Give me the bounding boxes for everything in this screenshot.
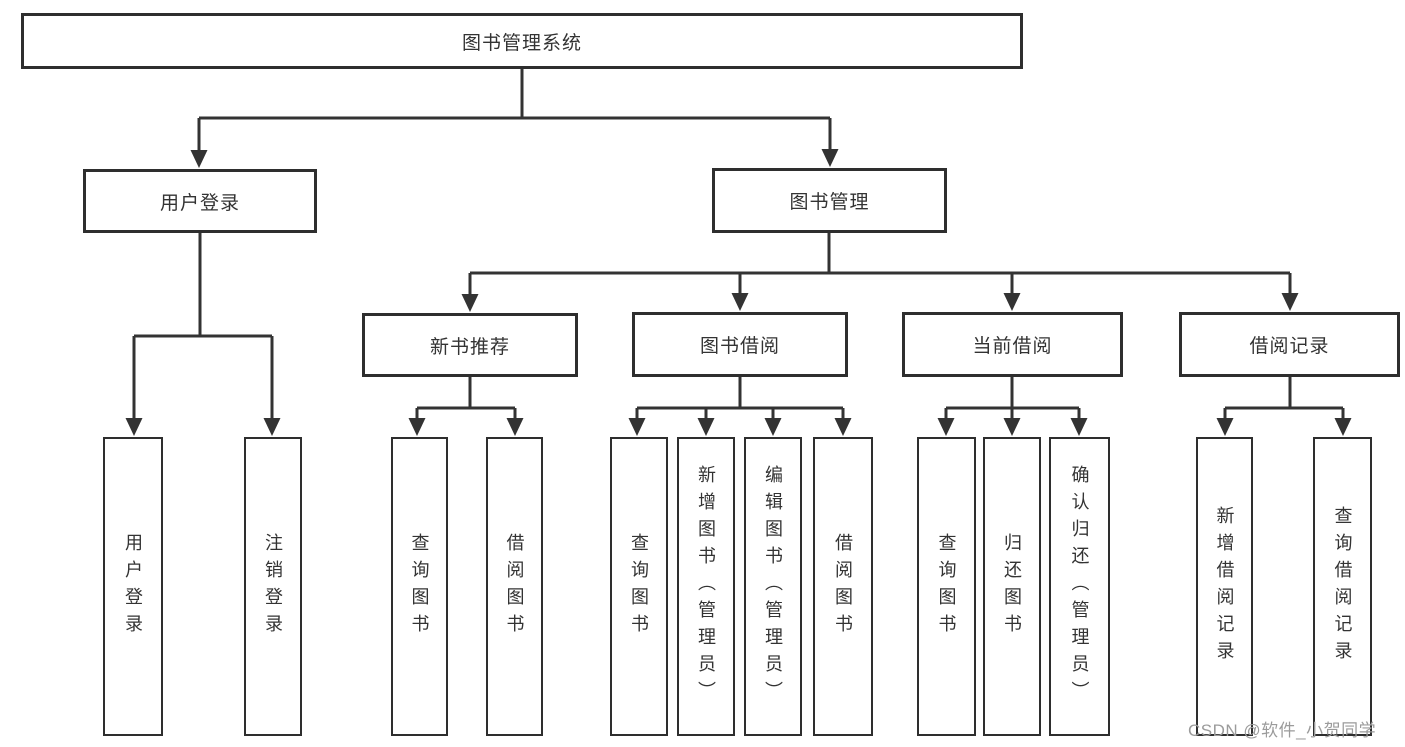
node-label: 图书管理系统	[461, 32, 582, 54]
node-label: 借阅图书	[833, 532, 853, 641]
leaf-borrow-book: 借阅图书	[813, 437, 873, 736]
node-label: 图书借阅	[699, 336, 780, 357]
connector-book-management-children	[461, 233, 1299, 312]
arrow-down-icon	[697, 418, 715, 436]
arrow-down-icon	[461, 294, 479, 312]
leaf-add-borrow-record: 新增借阅记录	[1196, 437, 1253, 736]
leaf-confirm-return-admin: 确认归还（管理员）	[1049, 437, 1110, 736]
leaf-borrow-book-recommend: 借阅图书	[486, 437, 543, 736]
arrow-down-icon	[263, 418, 281, 436]
arrow-down-icon	[628, 418, 646, 436]
node-current-borrow: 当前借阅	[902, 312, 1123, 377]
node-label: 新书推荐	[429, 336, 510, 358]
arrow-down-icon	[1070, 418, 1088, 436]
leaf-user-login: 用户登录	[103, 437, 163, 736]
node-book-borrow: 图书借阅	[632, 312, 848, 377]
leaf-add-book-admin: 新增图书（管理员）	[677, 437, 735, 736]
node-label: 新增图书（管理员）	[696, 465, 716, 708]
node-label: 查询图书	[629, 532, 649, 641]
node-book-management: 图书管理	[712, 168, 947, 233]
connector-root-to-level2	[190, 69, 839, 168]
leaf-logout: 注销登录	[244, 437, 302, 736]
node-label: 查询图书	[936, 532, 957, 641]
arrow-down-icon	[1334, 418, 1352, 436]
arrow-down-icon	[821, 149, 839, 167]
node-label: 查询借阅记录	[1332, 505, 1353, 668]
node-label: 借阅图书	[504, 532, 525, 641]
node-label: 查询图书	[409, 532, 430, 641]
node-label: 借阅记录	[1249, 336, 1330, 357]
leaf-edit-book-admin: 编辑图书（管理员）	[744, 437, 802, 736]
node-label: 注销登录	[263, 532, 283, 641]
arrow-down-icon	[1003, 293, 1021, 311]
arrow-down-icon	[1216, 418, 1234, 436]
node-label: 新增借阅记录	[1214, 505, 1235, 668]
arrow-down-icon	[834, 418, 852, 436]
connector-user-login-children	[125, 233, 281, 436]
arrow-down-icon	[1281, 293, 1299, 311]
node-label: 图书管理	[789, 192, 870, 213]
arrow-down-icon	[190, 150, 208, 168]
node-library-system: 图书管理系统	[21, 13, 1023, 69]
node-label: 编辑图书（管理员）	[763, 465, 783, 708]
node-label: 确认归还（管理员）	[1069, 465, 1090, 708]
node-label: 用户登录	[159, 192, 240, 214]
connector-borrow-record-children	[1216, 377, 1352, 436]
connector-current-borrow-children	[937, 377, 1088, 436]
node-user-login: 用户登录	[83, 169, 317, 233]
node-new-book-recommend: 新书推荐	[362, 313, 578, 377]
leaf-query-book-recommend: 查询图书	[391, 437, 448, 736]
leaf-return-book: 归还图书	[983, 437, 1041, 736]
node-label: 归还图书	[1002, 532, 1022, 641]
watermark: CSDN @软件_小贺同学	[1188, 721, 1377, 740]
leaf-query-book-current: 查询图书	[917, 437, 976, 736]
arrow-down-icon	[731, 293, 749, 311]
connector-new-book-children	[408, 377, 524, 436]
node-label: 当前借阅	[972, 336, 1053, 357]
node-borrow-record: 借阅记录	[1179, 312, 1400, 377]
arrow-down-icon	[764, 418, 782, 436]
arrow-down-icon	[506, 418, 524, 436]
arrow-down-icon	[937, 418, 955, 436]
arrow-down-icon	[408, 418, 426, 436]
arrow-down-icon	[1003, 418, 1021, 436]
arrow-down-icon	[125, 418, 143, 436]
node-label: 用户登录	[123, 532, 143, 641]
leaf-query-book-borrow: 查询图书	[610, 437, 668, 736]
leaf-query-borrow-record: 查询借阅记录	[1313, 437, 1372, 736]
connector-book-borrow-children	[628, 377, 852, 436]
